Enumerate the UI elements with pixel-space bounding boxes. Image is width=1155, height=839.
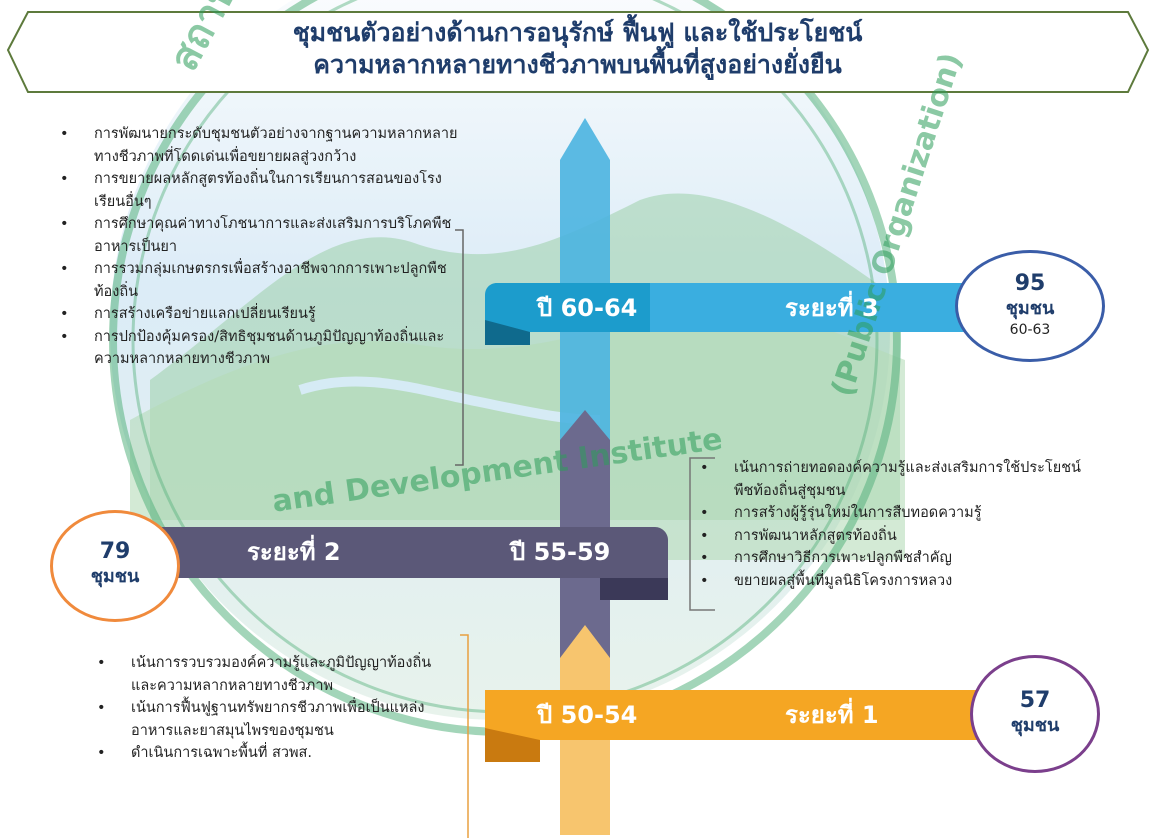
count-number: 79	[99, 539, 131, 564]
phase-2-years: ปี 55-59	[510, 538, 611, 566]
list-item: เน้นการรวบรวมองค์ความรู้และภูมิปัญญาท้อง…	[97, 652, 452, 697]
list-item: การสร้างเครือข่ายแลกเปลี่ยนเรียนรู้	[60, 303, 460, 326]
list-item: ขยายผลสู่พื้นที่มูลนิธิโครงการหลวง	[700, 570, 1100, 593]
list-item: การปกป้องคุ้มครอง/สิทธิชุมชนด้านภูมิปัญญ…	[60, 326, 460, 371]
list-item: เน้นการฟื้นฟูฐานทรัพยากรชีวภาพเพื่อเป็นแ…	[97, 697, 452, 742]
phase-3-years: ปี 60-64	[537, 294, 638, 322]
phase-1-label: ระยะที่ 1	[785, 701, 879, 729]
count-circle-phase-3: 95 ชุมชน 60-63	[955, 250, 1105, 362]
list-item: การรวมกลุ่มเกษตรกรเพื่อสร้างอาชีพจากการเ…	[60, 258, 460, 303]
phase-1-bullets: เน้นการรวบรวมองค์ความรู้และภูมิปัญญาท้อง…	[97, 652, 452, 765]
ribbon-phase-1	[485, 690, 990, 762]
count-circle-phase-2: 79 ชุมชน	[50, 510, 180, 622]
count-circle-phase-1: 57 ชุมชน	[970, 655, 1100, 773]
title-line-2: ความหลากหลายทางชีวภาพบนพื้นที่สูงอย่างยั…	[313, 50, 842, 79]
count-unit: ชุมชน	[90, 566, 140, 587]
count-number: 95	[1014, 271, 1046, 296]
list-item: การขยายผลหลักสูตรท้องถิ่นในการเรียนการสอ…	[60, 168, 460, 213]
title-line-1: ชุมชนตัวอย่างด้านการอนุรักษ์ ฟื้นฟู และใ…	[292, 18, 863, 47]
list-item: ดำเนินการเฉพาะพื้นที่ สวพส.	[97, 742, 452, 765]
list-item: เน้นการถ่ายทอดองค์ความรู้และส่งเสริมการใ…	[700, 457, 1100, 502]
phase-2-bullets: เน้นการถ่ายทอดองค์ความรู้และส่งเสริมการใ…	[700, 457, 1100, 592]
phase-3-label: ระยะที่ 3	[785, 294, 879, 322]
list-item: การพัฒนาหลักสูตรท้องถิ่น	[700, 525, 1100, 548]
count-unit: ชุมชน	[1005, 298, 1055, 319]
count-number: 57	[1019, 688, 1051, 713]
title-banner	[6, 11, 1150, 93]
phase-3-bullets: การพัฒนายกระดับชุมชนตัวอย่างจากฐานความหล…	[60, 123, 460, 371]
ribbon-phase-3	[485, 283, 1000, 345]
phase-1-years: ปี 50-54	[537, 701, 638, 729]
count-years: 60-63	[1009, 322, 1051, 338]
list-item: การพัฒนายกระดับชุมชนตัวอย่างจากฐานความหล…	[60, 123, 460, 168]
list-item: การศึกษาคุณค่าทางโภชนาการและส่งเสริมการบ…	[60, 213, 460, 258]
list-item: การสร้างผู้รู้รุ่นใหม่ในการสืบทอดความรู้	[700, 502, 1100, 525]
phase-2-label: ระยะที่ 2	[247, 538, 341, 566]
ribbon-phase-2	[120, 527, 668, 600]
count-unit: ชุมชน	[1010, 715, 1060, 736]
list-item: การศึกษาวิธีการเพาะปลูกพืชสำคัญ	[700, 547, 1100, 570]
